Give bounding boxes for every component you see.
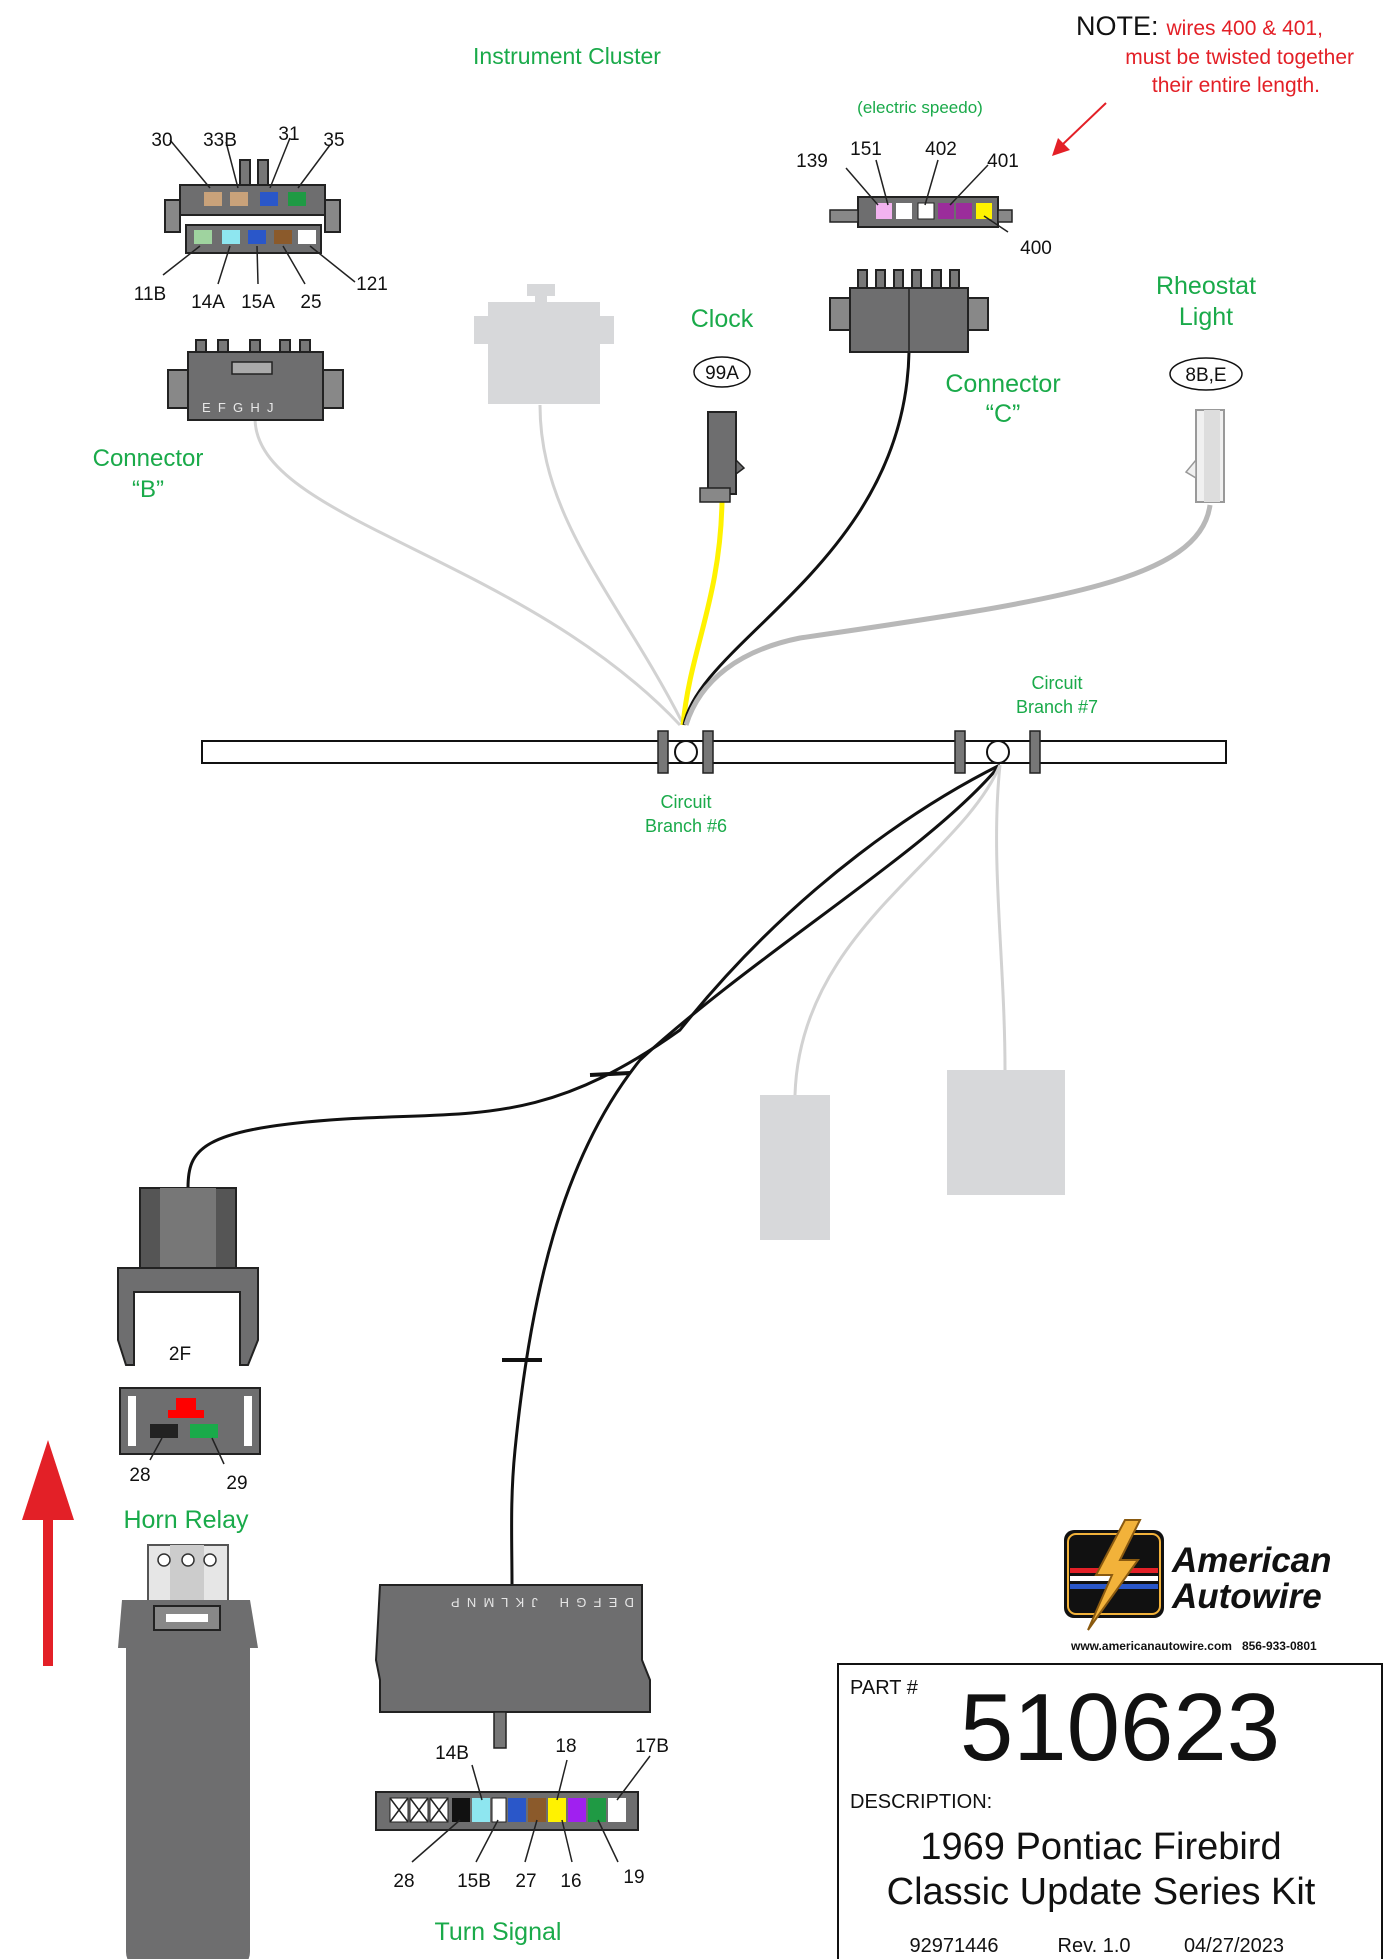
instrument-cluster-title: Instrument Cluster	[473, 43, 661, 69]
orientation-arrow	[22, 1440, 74, 1666]
american-autowire-logo: American Autowire	[1064, 1519, 1332, 1631]
wire-branch7-to-ghost1	[793, 764, 1002, 1096]
wire-rheostat-gray	[683, 504, 1213, 726]
clock-circuit-oval	[693, 356, 751, 388]
cluster-pin-35: 35	[323, 130, 344, 151]
cluster-pin-121: 121	[356, 274, 388, 295]
speedo-pin-400: 400	[1020, 238, 1052, 259]
branch7-label-1: Circuit	[1031, 673, 1082, 693]
doc-number: 92971446	[910, 1935, 999, 1957]
ghost-block-left	[760, 1095, 830, 1240]
turn-pin-19: 19	[623, 1867, 644, 1888]
logo-line-2: Autowire	[1171, 1577, 1322, 1616]
note-prefix: NOTE:	[1076, 11, 1159, 41]
connector-c-body	[829, 269, 989, 353]
horn-pin-2f: 2F	[169, 1344, 191, 1365]
branch7-label-2: Branch #7	[1016, 697, 1098, 717]
clock-title: Clock	[691, 305, 754, 333]
speedo-connector	[829, 159, 1013, 233]
rheostat-label-2: Light	[1179, 303, 1233, 331]
horn-relay-title: Horn Relay	[123, 1506, 249, 1534]
rheostat-terminal	[1184, 409, 1225, 503]
speedo-pin-151: 151	[850, 139, 882, 160]
ghost-connector-top	[474, 284, 614, 404]
turn-pin-17b: 17B	[635, 1736, 669, 1757]
note-line-3: their entire length.	[1152, 74, 1320, 97]
rheostat-label-1: Rheostat	[1156, 272, 1256, 300]
turn-signal-title: Turn Signal	[435, 1918, 562, 1946]
turn-signal-connector: D E F G H J K L M N P	[374, 1584, 651, 1749]
branch6-label-2: Branch #6	[645, 816, 727, 836]
logo-line-1: American	[1171, 1541, 1332, 1580]
clock-terminal	[699, 411, 746, 503]
connector-c-label-1: Connector	[945, 370, 1060, 398]
connector-c-label-2: “C”	[986, 400, 1021, 428]
turn-pin-18: 18	[555, 1736, 576, 1757]
note-line-1: wires 400 & 401,	[1166, 17, 1323, 40]
turn-signal-letters: D E F G H J K L M N P	[451, 1595, 634, 1610]
speedo-pin-402: 402	[925, 139, 957, 160]
cluster-pin-11b: 11B	[134, 284, 166, 305]
cluster-pin-31: 31	[278, 124, 299, 145]
connector-b-letters: E F G H J	[202, 400, 274, 415]
turn-pin-14b: 14B	[435, 1743, 469, 1764]
ghost-block-right	[947, 1070, 1065, 1195]
harness-trunk	[201, 730, 1227, 774]
speedo-pin-139: 139	[796, 151, 828, 172]
cluster-pin-25: 25	[300, 292, 321, 313]
wire-connector-c-black	[682, 351, 911, 726]
wire-branch7-to-ghost2	[995, 764, 1007, 1071]
note-line-2: must be twisted together	[1125, 46, 1354, 69]
note-arrow	[1052, 102, 1107, 156]
turn-pin-15b: 15B	[457, 1871, 491, 1892]
clock-circuit: 99A	[705, 363, 739, 384]
horn-relay-connector	[117, 1187, 261, 1465]
part-number: 510623	[960, 1674, 1280, 1781]
horn-pin-28: 28	[129, 1465, 150, 1486]
wires	[186, 351, 1213, 1586]
cluster-pin-15a: 15A	[241, 292, 275, 313]
description-label: DESCRIPTION:	[850, 1791, 992, 1813]
turn-pin-27: 27	[515, 1871, 536, 1892]
wire-ghost-connector	[538, 404, 684, 723]
connector-b-body: E F G H J	[167, 339, 344, 421]
connector-b-label-2: “B”	[132, 476, 164, 503]
rheostat-circuit-oval	[1169, 357, 1243, 391]
wire-clock-yellow	[680, 501, 725, 726]
wire-connector-b	[253, 417, 682, 727]
description-line-1: 1969 Pontiac Firebird	[920, 1826, 1281, 1868]
cluster-pin-14a: 14A	[191, 292, 225, 313]
wire-branch7-to-turn	[510, 764, 1002, 1586]
instrument-cluster-connector	[162, 137, 356, 285]
horn-pin-29: 29	[226, 1473, 247, 1494]
date: 04/27/2023	[1184, 1935, 1284, 1957]
branch6-label-1: Circuit	[660, 792, 711, 812]
turn-pin-28: 28	[393, 1871, 414, 1892]
part-label: PART #	[850, 1677, 919, 1699]
connector-b-label-1: Connector	[93, 445, 204, 472]
electric-speedo-title: (electric speedo)	[857, 98, 983, 117]
title-block	[837, 1663, 1383, 1959]
turn-signal-plug	[375, 1755, 651, 1863]
turn-pin-16: 16	[560, 1871, 581, 1892]
horn-relay-body	[118, 1544, 258, 1959]
rheostat-circuit: 8B,E	[1185, 365, 1226, 386]
description-line-2: Classic Update Series Kit	[887, 1871, 1316, 1913]
cluster-pin-33b: 33B	[203, 130, 237, 151]
wire-branch7-to-horn	[186, 763, 1001, 1189]
logo-contact: www.americanautowire.com 856-933-0801	[1070, 1639, 1317, 1653]
revision: Rev. 1.0	[1058, 1935, 1131, 1957]
speedo-pin-401: 401	[987, 151, 1019, 172]
cluster-pin-30: 30	[151, 130, 172, 151]
